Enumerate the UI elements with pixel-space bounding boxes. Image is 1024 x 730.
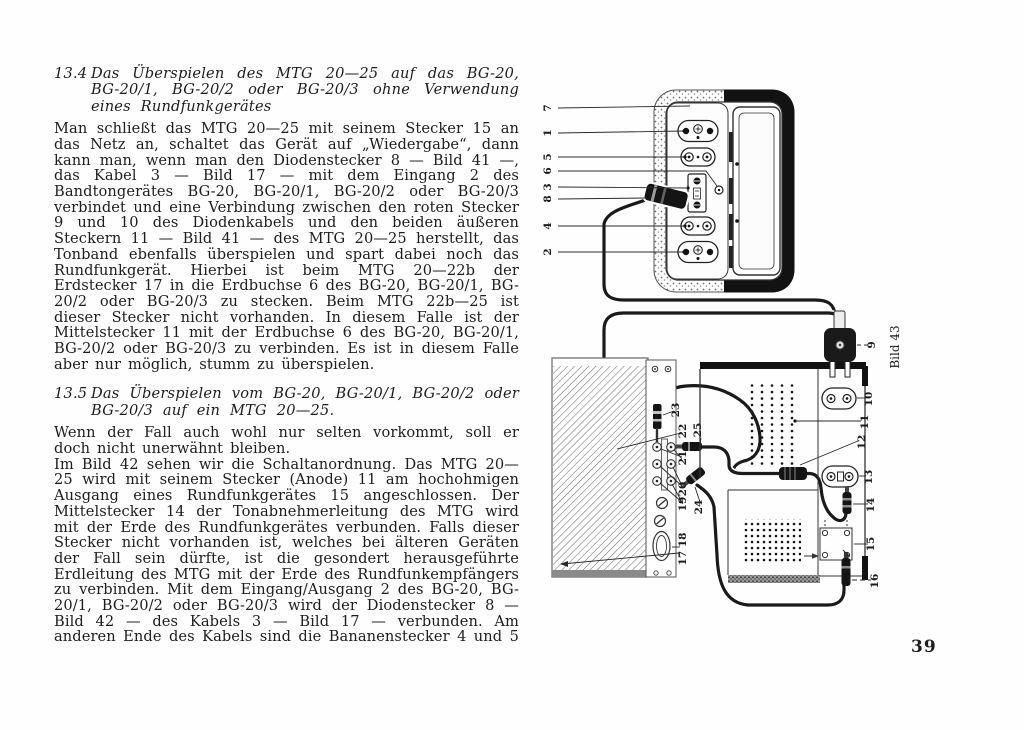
mains-plug-9 [824, 310, 856, 378]
cable-diode-lead [602, 197, 837, 317]
bottom-vent-strip [728, 575, 820, 583]
section-heading-13-5: 13.5 Das Überspielen vom BG-20, BG-20/1,… [54, 386, 519, 419]
banana-plug-25 [676, 442, 702, 451]
callout-label: 3 [542, 183, 554, 190]
paragraph: Im Bild 42 sehen wir die Schaltanordnung… [54, 455, 519, 646]
terminal-contacts [652, 442, 676, 486]
oval-socket-18 [652, 530, 671, 562]
section-title: Das Überspielen vom BG-20, BG-20/1, BG-2… [91, 385, 519, 419]
screw-icon [735, 162, 739, 166]
screw-icon [666, 570, 672, 576]
callout-label: 5 [542, 153, 554, 160]
callout-label: 25 [692, 423, 704, 438]
callout-label: 8 [542, 195, 554, 202]
din-socket-1 [677, 119, 719, 143]
paragraph: Man schließt das MTG 20—25 mit seinem St… [54, 120, 519, 373]
section-title: Das Überspielen des MTG 20—25 auf das BG… [91, 65, 519, 115]
text-column: 13.4 Das Überspielen des MTG 20—25 auf d… [54, 65, 519, 646]
top-device-rear-view [653, 89, 795, 293]
plug-16 [841, 552, 851, 586]
callout-label: 12 [856, 435, 868, 450]
callout-label: 7 [542, 104, 554, 111]
callout-label: 6 [542, 167, 554, 174]
banana-plug-14 [842, 486, 852, 514]
callout-label: 1 [542, 129, 554, 136]
terminal-panel [645, 359, 677, 578]
callout-label: 23 [670, 403, 682, 418]
screw-icon [735, 219, 739, 223]
socket-10 [821, 387, 857, 410]
callout-label: 13 [863, 470, 875, 485]
inline-connector-12 [779, 467, 807, 480]
section-number: 13.5 [54, 385, 88, 403]
socket-13 [821, 465, 859, 488]
oval-socket-5 [680, 147, 716, 167]
screw-icon [653, 496, 669, 528]
callout-label: 21 [677, 451, 689, 466]
diode-plug-8 [642, 181, 690, 211]
callout-label: 4 [542, 222, 554, 229]
arrow-icon [560, 561, 568, 567]
figure-caption: Bild 43 [888, 325, 902, 368]
page-number: 39 [911, 637, 937, 657]
paragraph: Wenn der Fall auch wohl nur selten vorko… [54, 424, 519, 457]
callout-label: 15 [865, 537, 877, 552]
section-heading-13-4: 13.4 Das Überspielen des MTG 20—25 auf d… [54, 65, 519, 115]
callout-label: 14 [865, 498, 877, 513]
cable-24-to-16 [695, 483, 846, 607]
radio-rear-view [551, 357, 706, 578]
callout-label: 11 [859, 415, 871, 430]
callout-labels: 7 1 5 6 3 8 4 2 9 10 11 12 13 14 15 16 2… [542, 104, 902, 588]
vent-slots [729, 132, 733, 268]
connector-block-3 [687, 173, 707, 213]
callout-label: 19 [677, 497, 689, 512]
callout-label: 22 [677, 424, 689, 439]
callout-label: 20 [677, 482, 689, 497]
section-number: 13.4 [54, 65, 88, 82]
callout-label: 24 [693, 500, 705, 515]
arrow-icon [812, 553, 819, 559]
callout-label: 17 18 [677, 533, 689, 566]
screw-icon [653, 570, 659, 576]
cable-25-to-14 [700, 445, 848, 523]
mounting-square-15 [804, 520, 853, 561]
vent-hole-grid [745, 382, 798, 467]
callout-label: 2 [542, 248, 554, 255]
callout-label: 16 [869, 574, 881, 589]
plug-23 [653, 404, 662, 442]
callout-label: 10 [863, 392, 875, 407]
callout-label: 9 [866, 341, 878, 348]
back-cover [732, 106, 781, 276]
black-case-band [724, 89, 795, 293]
earth-socket-6 [714, 185, 724, 195]
vent-hole-grid [743, 519, 801, 564]
leader-lines [557, 105, 871, 581]
tape-device [699, 310, 868, 586]
